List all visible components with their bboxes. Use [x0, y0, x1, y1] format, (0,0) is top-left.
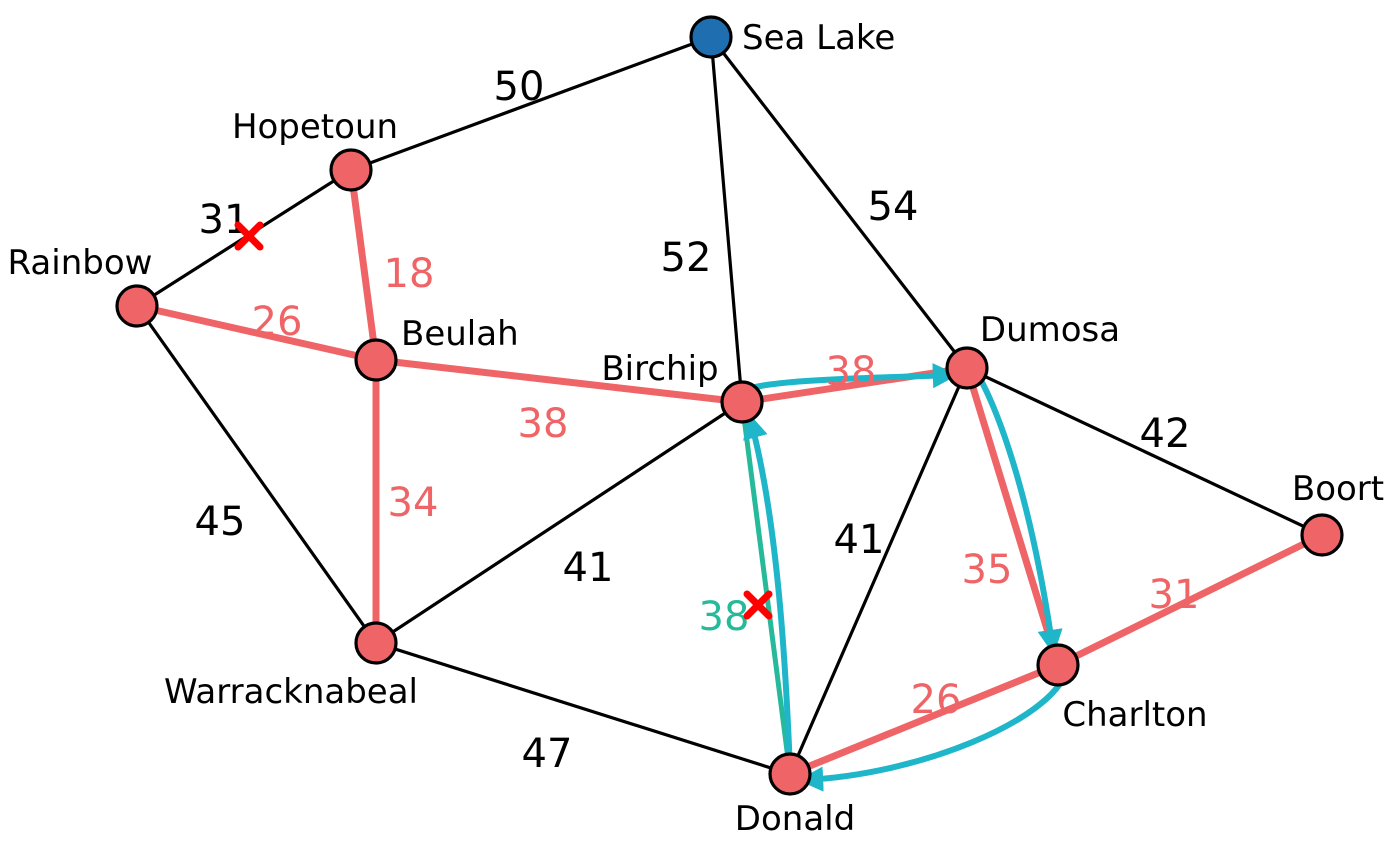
node-label-birchip: Birchip: [601, 349, 718, 389]
edge-warracknabeal-birchip: [374, 400, 744, 645]
node-warracknabeal: [354, 621, 398, 665]
cycle-arrow-3: [797, 669, 1069, 792]
edge-warracknabeal-donald: [374, 641, 792, 776]
node-label-boort: Boort: [1292, 469, 1384, 509]
edge-weight-rainbow-warracknabeal: 45: [195, 499, 246, 545]
edge-weight-donald-dumosa: 41: [834, 517, 885, 563]
edge-dumosa-sealake: [709, 35, 969, 370]
edge-dumosa-charlton: [963, 364, 1062, 669]
edge-dumosa-boort: [965, 366, 1324, 537]
node-sea_lake: [689, 15, 733, 59]
edge-hopetoun-sealake: [349, 35, 713, 172]
edge-birchip-donald: [739, 399, 793, 777]
removed-edge-x-icon: [234, 221, 264, 251]
node-label-sea_lake: Sea Lake: [742, 18, 895, 58]
removed-edge-x-icon: [743, 590, 773, 620]
edge-weight-birchip-donald: 38: [699, 594, 750, 640]
edge-birchip-sealake: [709, 35, 744, 404]
node-rainbow: [115, 284, 159, 328]
node-charlton: [1036, 643, 1080, 687]
edge-rainbow-beulah: [133, 302, 380, 364]
node-label-beulah: Beulah: [401, 314, 519, 354]
cycle-arrow-4: [743, 413, 793, 773]
removed-edge-marks: [234, 221, 773, 620]
edge-charlton-boort: [1054, 531, 1326, 669]
edge-donald-dumosa: [788, 366, 969, 776]
edge-beulah-birchip: [372, 356, 746, 406]
node-birchip: [720, 380, 764, 424]
node-dumosa: [945, 346, 989, 390]
edge-weight-birchip-dumosa: 38: [826, 349, 877, 395]
node-label-warracknabeal: Warracknabeal: [164, 672, 418, 712]
node-label-dumosa: Dumosa: [980, 310, 1120, 350]
edge-weight-charlton-boort: 31: [1149, 572, 1200, 618]
edge-weight-birchip-sealake: 52: [661, 235, 712, 281]
edge-weight-beulah-birchip: 38: [518, 401, 569, 447]
node-donald: [768, 752, 812, 796]
edge-weight-charlton-donald: 26: [911, 677, 962, 723]
edge-weight-dumosa-sealake: 54: [868, 184, 919, 230]
node-label-hopetoun: Hopetoun: [232, 107, 398, 147]
edge-weight-dumosa-charlton: 35: [962, 547, 1013, 593]
edge-rainbow-warracknabeal: [135, 304, 378, 645]
edge-weight-warracknabeal-donald: 47: [522, 731, 573, 777]
edge-weight-dumosa-boort: 42: [1140, 411, 1191, 457]
edge-weight-hopetoun-sealake: 50: [494, 64, 545, 110]
edge-weight-hopetoun-beulah: 18: [384, 251, 435, 297]
node-label-rainbow: Rainbow: [8, 243, 153, 283]
node-label-donald: Donald: [735, 799, 855, 839]
edge-weight-beulah-warracknabeal: 34: [388, 480, 439, 526]
node-label-charlton: Charlton: [1062, 695, 1207, 735]
edge-weight-rainbow-beulah: 26: [252, 299, 303, 345]
edge-weight-rainbow-hopetoun: 31: [199, 197, 250, 243]
edge-charlton-donald: [786, 661, 1062, 778]
edge-hopetoun-beulah: [347, 166, 380, 364]
edge-weight-labels: 50 52 54 31 45 41 47 41 42 18 26 38 34 38 35 31 26 38: [195, 64, 1200, 777]
edge-weight-warracknabeal-birchip: 41: [563, 545, 614, 591]
node-hopetoun: [329, 148, 373, 192]
node-boort: [1300, 513, 1344, 557]
untaken-edges: [135, 35, 1324, 776]
node-beulah: [354, 338, 398, 382]
